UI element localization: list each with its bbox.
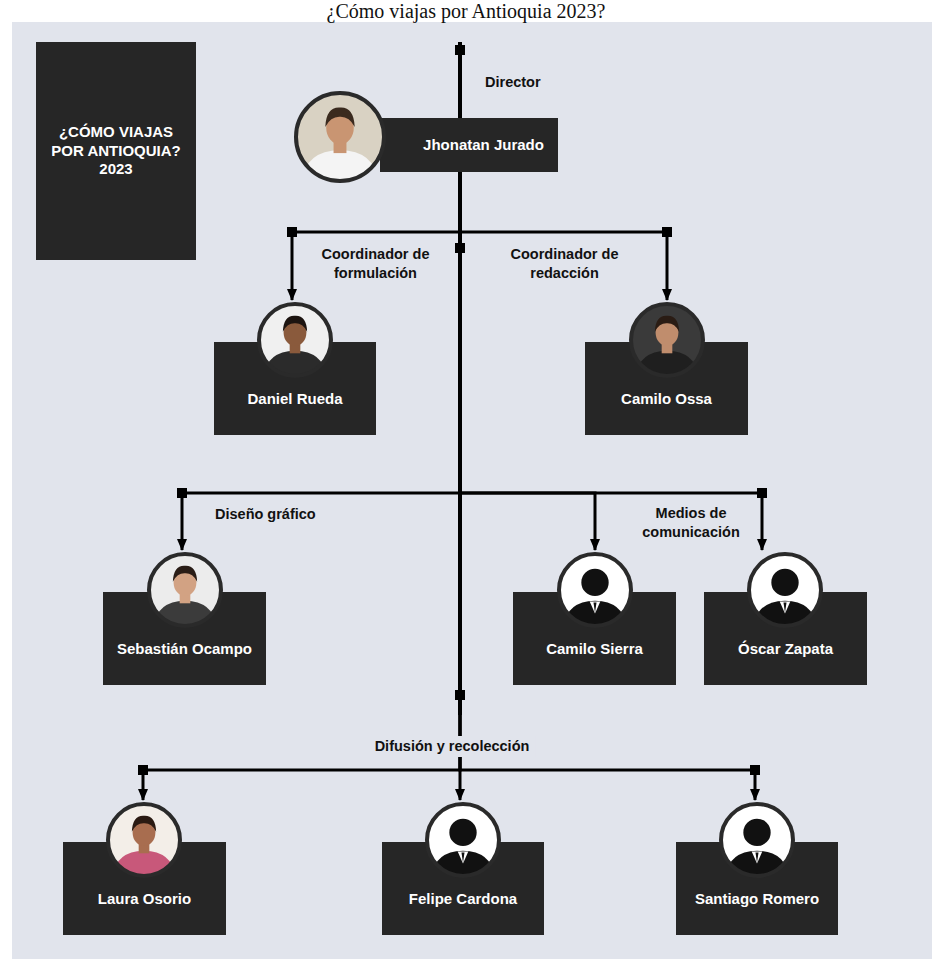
name-holder: Óscar Zapata — [738, 640, 833, 659]
heading-holder: Coordinador de formulación — [313, 245, 438, 283]
name-holder: ¿CÓMO VIAJAS POR ANTIOQUIA? 2023 — [50, 123, 182, 179]
heading-holder: Coordinador de redacción — [502, 245, 627, 283]
title-box: ¿CÓMO VIAJAS POR ANTIOQUIA? 2023 — [36, 42, 196, 260]
person-box: Coordinador de redacciónCamilo Ossa — [585, 342, 748, 435]
title-holder: ¿Cómo viajas por Antioquia 2023? — [0, 0, 932, 22]
title-text: ¿CÓMO VIAJAS POR ANTIOQUIA? 2023 — [50, 123, 182, 179]
person-name: Sebastián Ocampo — [117, 640, 252, 659]
person-name: Felipe Cardona — [409, 890, 517, 909]
profile-photo — [629, 302, 705, 378]
connector — [460, 172, 762, 550]
profile-photo — [106, 802, 182, 878]
name-holder: Camilo Ossa — [621, 390, 712, 409]
person-name: Santiago Romero — [695, 890, 819, 909]
role-heading: Coordinador de formulación — [313, 245, 438, 283]
connector — [292, 172, 460, 300]
role-heading: Coordinador de redacción — [502, 245, 627, 283]
person-name: Laura Osorio — [98, 890, 191, 909]
profile-photo — [257, 302, 333, 378]
joint-square — [455, 45, 465, 55]
heading-holder: Director — [485, 73, 585, 92]
connector — [143, 172, 460, 800]
role-heading: Director — [485, 73, 585, 92]
panel-ground — [12, 22, 932, 959]
name-holder: Santiago Romero — [695, 890, 819, 909]
name-holder: Laura Osorio — [98, 890, 191, 909]
name-holder: Felipe Cardona — [409, 890, 517, 909]
label-holder: Difusión y recolección — [369, 736, 536, 757]
person-name: Camilo Ossa — [621, 390, 712, 409]
connector — [460, 172, 667, 300]
profile-photo — [294, 91, 386, 183]
name-holder: Daniel Rueda — [247, 390, 342, 409]
role-heading: Diseño gráfico — [215, 505, 345, 524]
page-title: ¿Cómo viajas por Antioquia 2023? — [327, 0, 606, 22]
connector — [460, 172, 755, 800]
profile-photo — [557, 552, 633, 628]
person-box: DirectorJhonatan Jurado — [380, 118, 558, 172]
person-box: Óscar Zapata — [704, 592, 867, 685]
name-holder: Jhonatan Jurado — [423, 136, 544, 155]
profile-photo — [425, 802, 501, 878]
person-box: Laura Osorio — [63, 842, 226, 935]
heading-holder: Diseño gráfico — [215, 505, 345, 524]
group-label: Medios de comunicación — [630, 503, 752, 543]
person-name: Camilo Sierra — [546, 640, 643, 659]
person-name: Daniel Rueda — [247, 390, 342, 409]
profile-photo — [147, 552, 223, 628]
profile-photo — [747, 552, 823, 628]
person-box: Diseño gráficoSebastián Ocampo — [103, 592, 266, 685]
person-box: Coordinador de formulaciónDaniel Rueda — [214, 342, 376, 435]
label-holder: Medios de comunicación — [630, 503, 752, 543]
name-holder: Sebastián Ocampo — [117, 640, 252, 659]
group-label: Difusión y recolección — [369, 736, 536, 757]
person-box: Felipe Cardona — [382, 842, 544, 935]
name-holder: Camilo Sierra — [546, 640, 643, 659]
person-name: Óscar Zapata — [738, 640, 833, 659]
person-box: Santiago Romero — [676, 842, 838, 935]
person-name: Jhonatan Jurado — [423, 136, 544, 155]
person-box: Camilo Sierra — [513, 592, 676, 685]
connector — [182, 172, 460, 550]
profile-photo — [719, 802, 795, 878]
